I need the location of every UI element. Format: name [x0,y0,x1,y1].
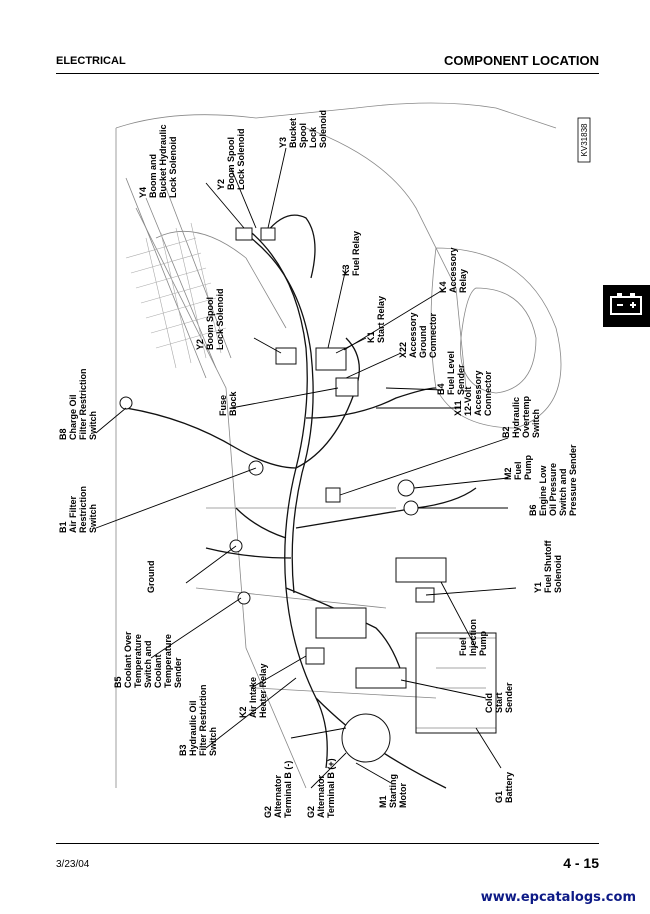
page-header-title: COMPONENT LOCATION [443,53,599,68]
b8-switch-icon [119,396,133,410]
y1-solenoid-icon [415,587,435,603]
svg-text:G2AlternatorTerminal B (-): G2AlternatorTerminal B (-) [263,761,293,818]
fuel-injection-pump-icon [395,557,447,583]
callout-k4: K4AccessoryRelay [438,247,468,293]
callout-k3: K3Fuel Relay [341,231,361,276]
svg-text:Y2Boom SpoolLock Solenoid: Y2Boom SpoolLock Solenoid [195,288,225,350]
svg-text:G1Battery: G1Battery [494,772,514,803]
page-header-section: ELECTRICAL [56,55,126,67]
svg-text:B6Engine LowOil PressureSwitch: B6Engine LowOil PressureSwitch andPressu… [528,444,578,516]
callout-fuse-block: FuseBlock [218,390,238,416]
callout-b6: B6Engine LowOil PressureSwitch andPressu… [528,444,578,516]
callout-labels: Y4Boom andBucket HydraulicLock Solenoid … [58,110,578,818]
svg-text:X1112-VoltAccessoryConnector: X1112-VoltAccessoryConnector [453,370,493,416]
callout-b4: B4Fuel LevelSender [436,351,466,395]
svg-text:B2HydraulicOvertempSwitch: B2HydraulicOvertempSwitch [501,395,541,438]
watermark-text: www.epcatalogs.com [480,890,636,905]
callout-m2: M2FuelPump [503,454,533,480]
callout-ground: Ground [146,561,156,594]
header-rule [56,73,599,74]
y2-lower-solenoid-icon [275,347,297,365]
svg-text:Y1Fuel ShutoffSolenoid: Y1Fuel ShutoffSolenoid [533,540,563,593]
svg-text:M2FuelPump: M2FuelPump [503,454,533,480]
battery-icon [610,293,642,315]
component-location-figure: KV31838 Y4Boom andBucket HydraulicLock S… [56,88,599,833]
wiring-illustration: KV31838 [95,102,591,789]
alternator-icon [341,713,391,763]
callout-x11: X1112-VoltAccessoryConnector [453,370,493,416]
svg-text:K2Air IntakeHeater Relay: K2Air IntakeHeater Relay [238,663,268,718]
section-tab-battery-icon [603,285,650,327]
components [119,227,497,763]
svg-text:M1StartingMotor: M1StartingMotor [378,774,408,808]
callout-y4: Y4Boom andBucket HydraulicLock Solenoid [138,124,178,198]
callout-y2-upper: Y2Boom SpoolLock Solenoid [216,128,246,190]
svg-text:X22AccessoryGroundConnector: X22AccessoryGroundConnector [398,312,438,358]
svg-text:Y4Boom andBucket HydraulicLock: Y4Boom andBucket HydraulicLock Solenoid [138,124,178,198]
callout-b8: B8Charge OilFilter RestrictionSwitch [58,368,98,440]
svg-text:B5Coolant OverTemperatureSwitc: B5Coolant OverTemperatureSwitch andCoola… [113,631,183,688]
svg-text:K3Fuel Relay: K3Fuel Relay [341,231,361,276]
figure-code-box: KV31838 [577,117,591,163]
callout-y1: Y1Fuel ShutoffSolenoid [533,540,563,593]
callout-cold-start-sender: ColdStartSender [484,682,514,713]
wiring-harness [125,214,477,789]
callout-b3: B3Hydraulic OilFilter RestrictionSwitch [178,684,218,756]
machine-frame-illustration [115,102,562,789]
callout-b2: B2HydraulicOvertempSwitch [501,395,541,438]
svg-text:B3Hydraulic OilFilter Restrict: B3Hydraulic OilFilter RestrictionSwitch [178,684,218,756]
svg-text:ColdStartSender: ColdStartSender [484,682,514,713]
svg-text:KV31838: KV31838 [580,123,589,156]
leader-lines [95,147,517,789]
callout-y2-lower: Y2Boom SpoolLock Solenoid [195,288,225,350]
svg-text:K1Start Relay: K1Start Relay [366,296,386,343]
callout-k2: K2Air IntakeHeater Relay [238,663,268,718]
callout-b1: B1Air FilterRestrictionSwitch [58,486,98,533]
callout-g2-negative: G2AlternatorTerminal B (-) [263,761,293,818]
footer-rule [56,843,599,844]
svg-text:FuseBlock: FuseBlock [218,390,238,416]
callout-g2-positive: G2AlternatorTerminal B (+) [306,758,336,818]
svg-text:K4AccessoryRelay: K4AccessoryRelay [438,247,468,293]
starting-motor-icon [315,607,367,639]
svg-text:B8Charge OilFilter Restriction: B8Charge OilFilter RestrictionSwitch [58,368,98,440]
callout-fuel-injection-pump: FuelInjectionPump [458,619,488,656]
relay-block-icon [315,347,347,371]
callout-b5: B5Coolant OverTemperatureSwitch andCoola… [113,631,183,688]
grille-texture [125,222,227,369]
callout-y3: Y3BucketSpoolLockSolenoid [278,110,328,148]
svg-text:G2AlternatorTerminal B (+): G2AlternatorTerminal B (+) [306,758,336,818]
cold-start-sender-icon [355,667,407,689]
svg-text:FuelInjectionPump: FuelInjectionPump [458,619,488,656]
callout-x22: X22AccessoryGroundConnector [398,312,438,358]
page-number: 4 - 15 [563,855,599,871]
callout-g1: G1Battery [494,772,514,803]
svg-text:B1Air FilterRestrictionSwitch: B1Air FilterRestrictionSwitch [58,486,98,533]
footer-date: 3/23/04 [56,859,90,870]
svg-text:Y3BucketSpoolLockSolenoid: Y3BucketSpoolLockSolenoid [278,110,328,148]
svg-text:B4Fuel LevelSender: B4Fuel LevelSender [436,351,466,395]
svg-text:Y2Boom SpoolLock Solenoid: Y2Boom SpoolLock Solenoid [216,128,246,190]
callout-m1: M1StartingMotor [378,774,408,808]
svg-text:Ground: Ground [146,561,156,594]
b5-sender-icon [237,591,251,605]
callout-k1: K1Start Relay [366,296,386,343]
